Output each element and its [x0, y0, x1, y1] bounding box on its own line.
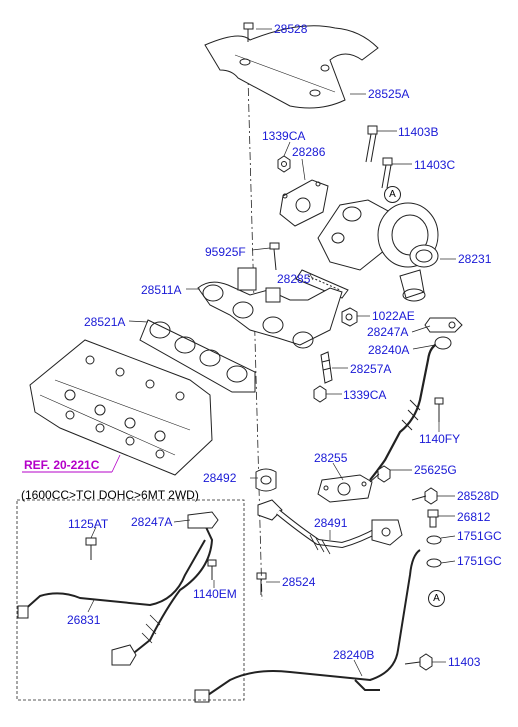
bolt-11403: [404, 653, 433, 671]
label-28525A: 28525A: [368, 87, 410, 101]
label-1339CA-bottom: 1339CA: [343, 388, 387, 402]
label-26831: 26831: [67, 613, 101, 627]
flange-28255: [317, 474, 373, 503]
label-11403: 11403: [448, 655, 481, 669]
nut-1022ae: [341, 307, 358, 327]
washer-1751gc-1: [426, 535, 442, 545]
stud-11403c: [381, 157, 393, 189]
connector-a-bottom: A: [428, 590, 445, 607]
bolt-1125at: [85, 537, 97, 560]
gasket-28521a: [139, 319, 256, 393]
nut-1339ca-top: [277, 155, 291, 173]
nut-1339ca-bottom: [313, 385, 327, 403]
bolt-1140em: [207, 559, 217, 580]
bolt-28528d: [411, 487, 438, 505]
cylinder-head-ref: [29, 339, 213, 476]
label-28528: 28528: [274, 22, 308, 36]
label-28492: 28492: [203, 471, 237, 485]
variant-box-frame: [16, 499, 245, 701]
gasket-28286: [279, 179, 329, 227]
label-28247A-box: 28247A: [131, 515, 173, 529]
connector-a-top: A: [384, 186, 401, 203]
heat-shield-28525a: [204, 25, 379, 109]
label-28231: 28231: [458, 252, 492, 266]
label-28240B: 28240B: [333, 648, 375, 662]
bolt-25625g: [369, 465, 391, 483]
stud-28257a: [320, 351, 333, 384]
label-11403C: 11403C: [414, 158, 456, 172]
oil-return-pipe-28491: [257, 499, 403, 555]
label-1339CA-top: 1339CA: [262, 129, 306, 143]
bolt-28524: [256, 572, 267, 595]
label-28524: 28524: [282, 575, 316, 589]
label-28257A: 28257A: [350, 362, 392, 376]
reference-label[interactable]: REF. 20-221C: [24, 458, 100, 472]
plug-26812: [427, 509, 439, 528]
label-28521A: 28521A: [84, 315, 126, 329]
label-28528D: 28528D: [457, 489, 500, 503]
label-26812: 26812: [457, 510, 491, 524]
label-28285: 28285: [277, 272, 311, 286]
turbocharger-28231: [317, 199, 439, 302]
label-25625G: 25625G: [414, 463, 457, 477]
variant-box-title: (1600CC>TCI DOHC>6MT 2WD): [21, 488, 199, 502]
bolt-28528: [243, 22, 254, 42]
label-28491: 28491: [314, 516, 348, 530]
exhaust-manifold-28511a: [197, 267, 343, 349]
stud-11403b: [365, 125, 378, 163]
label-1022AE: 1022AE: [372, 309, 415, 323]
pipe-26831: [17, 539, 206, 619]
label-11403B: 11403B: [398, 125, 439, 139]
bracket-28247a-inset: [187, 511, 219, 529]
pipe-oil-inset: [111, 524, 214, 666]
leader-lines: [87, 28, 456, 677]
label-1140EM: 1140EM: [193, 587, 237, 601]
label-1140FY: 1140FY: [419, 432, 461, 446]
label-1751GC-2: 1751GC: [457, 554, 502, 568]
stud-95925f: [269, 242, 280, 271]
label-95925F: 95925F: [205, 245, 246, 259]
label-28511A: 28511A: [141, 283, 182, 297]
oil-feed-pipe-28240b: [194, 549, 421, 703]
washer-1751gc-2: [426, 558, 442, 568]
gasket-28492: [255, 468, 277, 492]
bolt-1140fy: [434, 397, 444, 422]
label-28286: 28286: [292, 145, 326, 159]
label-28247A-right: 28247A: [367, 325, 409, 339]
label-28240A: 28240A: [368, 343, 410, 357]
label-1751GC-1: 1751GC: [457, 529, 502, 543]
label-1125AT: 1125AT: [68, 517, 109, 531]
label-28255: 28255: [314, 451, 348, 465]
